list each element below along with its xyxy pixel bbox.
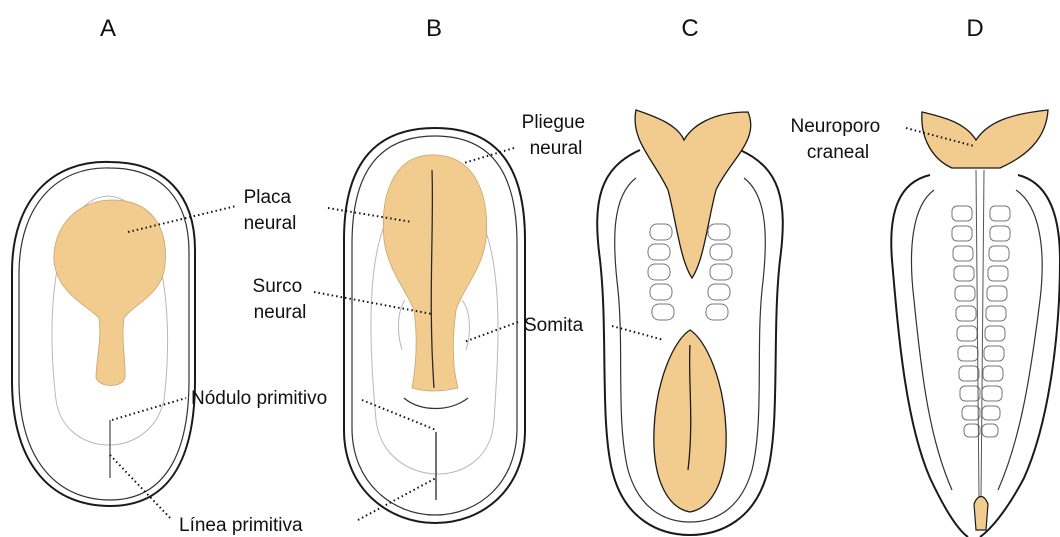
- embryo-d-somites: [952, 206, 1010, 437]
- leader-nodulo-a: [112, 398, 186, 420]
- label-placa-neural: Placa neural: [244, 187, 297, 234]
- label-surco-line2: neural: [254, 302, 307, 323]
- leader-somita-b: [464, 322, 518, 342]
- panel-c-label: C: [681, 15, 698, 42]
- label-surco-line1: Surco: [253, 276, 303, 297]
- label-pliegue-line2: neural: [530, 138, 583, 159]
- leader-linea-b: [358, 478, 436, 520]
- leader-nodulo-b: [362, 400, 436, 430]
- panel-d-label: D: [966, 15, 983, 42]
- label-placa-line2: neural: [244, 213, 297, 234]
- label-neuroporo-line1: Neuroporo: [790, 116, 880, 137]
- label-linea-primitiva: Línea primitiva: [179, 515, 303, 536]
- embryo-d: [891, 110, 1060, 537]
- label-neuroporo-line2: craneal: [807, 142, 869, 163]
- embryo-b: [344, 128, 525, 523]
- embryo-d-cranial-folds: [922, 110, 1048, 168]
- panel-b-label: B: [426, 15, 442, 42]
- label-pliegue-line1: Pliegue: [522, 112, 585, 133]
- label-nodulo-primitivo: Nódulo primitivo: [191, 388, 327, 409]
- embryo-d-caudal-neuropore: [974, 497, 988, 531]
- embryo-b-neural-plate: [383, 155, 486, 391]
- panel-a-label: A: [100, 15, 116, 42]
- label-placa-line1: Placa: [244, 187, 292, 208]
- embryo-d-neural-tube: [976, 170, 984, 500]
- label-surco-neural: Surco neural: [253, 276, 308, 323]
- embryo-a-neural-plate: [54, 200, 166, 386]
- embryo-a: [12, 162, 195, 506]
- label-somita: Somita: [524, 315, 584, 336]
- embryo-b-node-arc: [404, 398, 468, 409]
- embryo-b-somites-right: [462, 300, 469, 350]
- embryo-c: [597, 110, 783, 535]
- label-neuroporo-craneal: Neuroporo craneal: [790, 116, 885, 163]
- label-pliegue-neural: Pliegue neural: [522, 112, 591, 159]
